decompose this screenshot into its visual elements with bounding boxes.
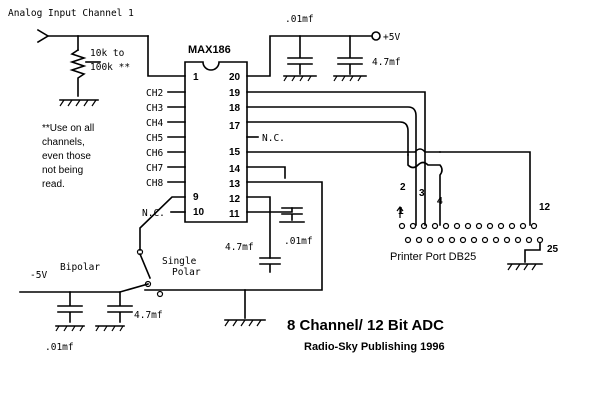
single-polar-line1: Single — [162, 256, 197, 267]
chip-pin-17: 17 — [229, 121, 241, 132]
wire-pin18 — [246, 106, 417, 226]
chip-pin-9: 9 — [193, 192, 199, 203]
wire-pin20-to-vcc — [246, 35, 373, 77]
ground-icon-pot — [59, 99, 99, 107]
wire-pin17 — [246, 121, 409, 156]
note-line4: not being — [42, 165, 83, 176]
chip-pin-15: 15 — [229, 147, 241, 158]
wire-pin9-to-switch — [139, 196, 186, 251]
ground-icon-center — [224, 319, 266, 327]
chip-pin-11: 11 — [229, 209, 240, 220]
port-pin-3: 3 — [419, 188, 425, 199]
port-pin-1: 1 — [398, 206, 404, 217]
ground-icon-port — [507, 263, 543, 271]
wire-input-to-pin1 — [147, 35, 186, 77]
single-polar-line2: Polar — [172, 267, 201, 278]
channel-label: CH5 — [146, 133, 163, 144]
neg-supply-label: -5V — [30, 270, 47, 281]
supply-label: +5V — [383, 32, 400, 43]
capacitor-icon-low2 — [95, 291, 133, 332]
note-line1: **Use on all — [42, 123, 94, 134]
wire-pin17-cross — [407, 154, 443, 226]
channel-pin-stubs — [167, 91, 186, 183]
chip-pin-13: 13 — [229, 179, 241, 190]
channel-label: CH7 — [146, 163, 163, 174]
capacitor-icon-pin12 — [259, 257, 281, 273]
chip-pin-20: 20 — [229, 72, 241, 83]
potentiometer-icon — [69, 48, 87, 97]
cap-top2-label: 4.7mf — [372, 57, 401, 68]
bipolar-label: Bipolar — [60, 262, 100, 273]
wire-pin25-ground — [524, 242, 541, 263]
max186-chip — [184, 61, 248, 223]
nc-right-label: N.C. — [262, 133, 285, 144]
wire-pin19 — [246, 91, 426, 226]
wire-pin15 — [246, 148, 441, 153]
cap-mid2-label: .01mf — [284, 236, 313, 247]
vcc-terminal-icon — [371, 31, 381, 41]
chip-pin-14: 14 — [229, 164, 241, 175]
nc-left-label: N.C. — [142, 208, 165, 219]
capacitor-icon-pin11 — [279, 207, 305, 223]
port-pin-25: 25 — [547, 244, 559, 255]
chip-pin-18: 18 — [229, 103, 241, 114]
publisher-credit: Radio-Sky Publishing 1996 — [304, 341, 445, 353]
chip-name: MAX186 — [188, 44, 231, 56]
channel-label: CH4 — [146, 118, 163, 129]
chip-pin-1: 1 — [193, 72, 199, 83]
db25-connector-icon — [398, 222, 544, 244]
chip-pin-12: 12 — [229, 194, 241, 205]
chip-pin-19: 19 — [229, 88, 241, 99]
channel-label: CH8 — [146, 178, 163, 189]
note-line3: even those — [42, 151, 91, 162]
pin1-arrow-icon — [396, 206, 404, 218]
note-line2: channels, — [42, 137, 85, 148]
port-pin-4: 4 — [437, 196, 443, 207]
cap-low1-label: 4.7mf — [134, 310, 163, 321]
wire-pin12 — [246, 196, 271, 259]
port-pin-12: 12 — [539, 202, 551, 213]
channel-label: CH3 — [146, 103, 163, 114]
capacitor-icon-low1 — [55, 291, 85, 332]
note-line5: read. — [42, 179, 65, 190]
cap-top-label: .01mf — [285, 14, 314, 25]
port-pin-2: 2 — [400, 182, 406, 193]
capacitor-icon-top1 — [283, 35, 317, 82]
chip-pin-10: 10 — [193, 207, 205, 218]
wire-pin13-to-switch — [144, 181, 323, 291]
wire-pin14 — [246, 166, 286, 179]
printer-port-label: Printer Port DB25 — [390, 251, 476, 263]
capacitor-icon-top2 — [333, 35, 367, 82]
pot-value-line1: 10k to — [90, 48, 125, 59]
input-terminal-icon — [36, 28, 149, 44]
cap-mid1-label: 4.7mf — [225, 242, 254, 253]
input-channel-label: Analog Input Channel 1 — [8, 8, 134, 19]
cap-low2-label: .01mf — [45, 342, 74, 353]
channel-label: CH6 — [146, 148, 163, 159]
wire-pin15-to-12 — [439, 151, 531, 226]
pot-value-line2: 100k ** — [90, 62, 130, 73]
diagram-title: 8 Channel/ 12 Bit ADC — [287, 317, 444, 334]
channel-label: CH2 — [146, 88, 163, 99]
wire-pin11 — [246, 207, 293, 213]
wire-switch-to-bipolar — [19, 283, 149, 293]
